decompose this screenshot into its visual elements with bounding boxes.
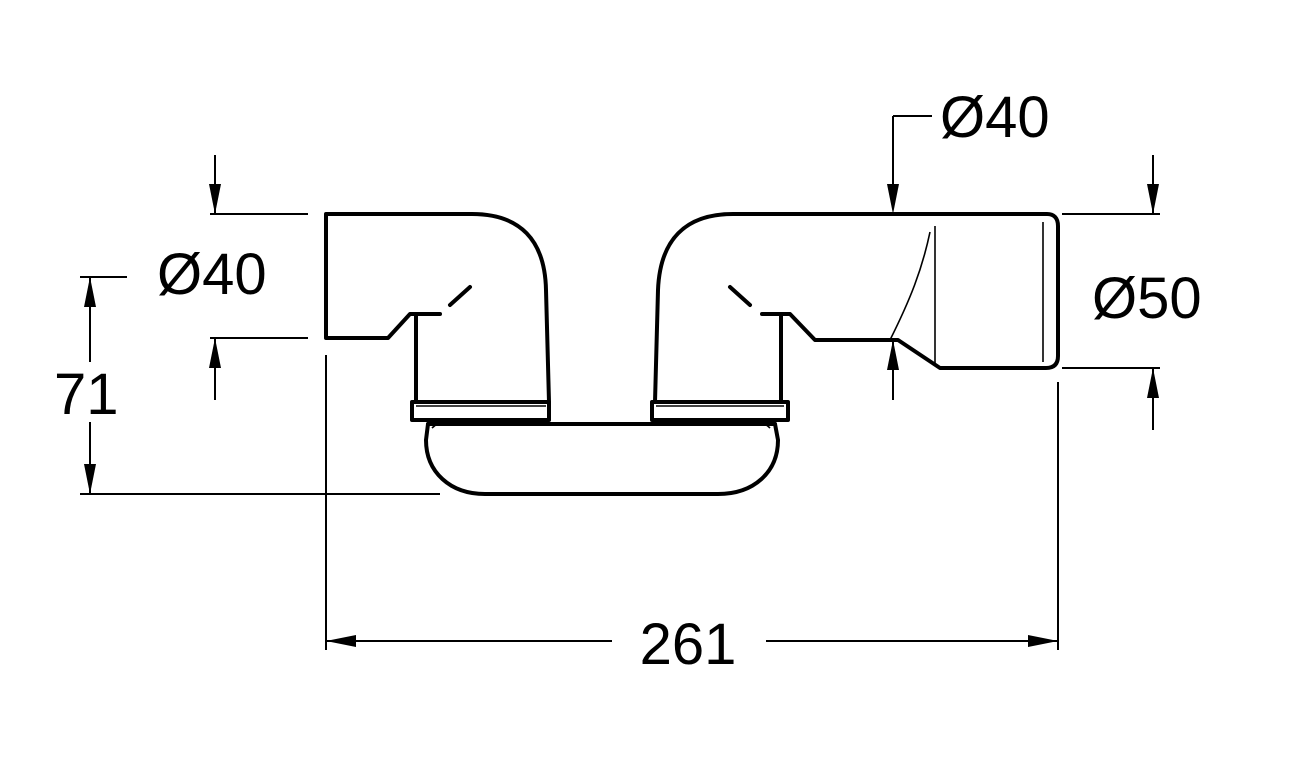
- siphon-part: [324, 212, 1060, 496]
- right-elbow-inner-mark: [728, 285, 752, 307]
- left-elbow-outline: [324, 212, 551, 404]
- dimension-height: 71: [54, 276, 440, 495]
- top-right-diameter-label: Ø40: [940, 85, 1050, 150]
- dimension-total-width: 261: [325, 355, 1059, 677]
- total-width-label: 261: [640, 612, 737, 677]
- right-union-ring: [650, 400, 790, 422]
- trap-bowl-right-lip: [753, 421, 771, 429]
- outlet-diameter-label: Ø50: [1092, 266, 1202, 331]
- arrowhead: [1147, 368, 1159, 398]
- arrowhead: [887, 340, 899, 370]
- left-diameter-label: Ø40: [157, 242, 267, 307]
- trap-bowl-outline: [424, 422, 780, 496]
- dimension-left-diameter: Ø40: [157, 155, 308, 400]
- arrowhead: [1028, 635, 1058, 647]
- right-elbow-outline: [653, 212, 1060, 404]
- left-union-ring: [410, 400, 551, 422]
- arrowhead: [887, 184, 899, 214]
- arrowhead: [209, 184, 221, 214]
- height-label: 71: [54, 362, 119, 427]
- outlet-taper-curve: [889, 231, 931, 341]
- arrowhead: [209, 338, 221, 368]
- arrowhead: [1147, 184, 1159, 214]
- dimension-top-right-diameter: Ø40: [887, 85, 1050, 400]
- trap-bowl-left-lip: [431, 421, 449, 429]
- arrowhead: [84, 464, 96, 494]
- arrowhead: [326, 635, 356, 647]
- arrowhead: [84, 277, 96, 307]
- left-elbow-inner-mark: [448, 285, 472, 307]
- dimension-outlet-diameter: Ø50: [1062, 155, 1202, 430]
